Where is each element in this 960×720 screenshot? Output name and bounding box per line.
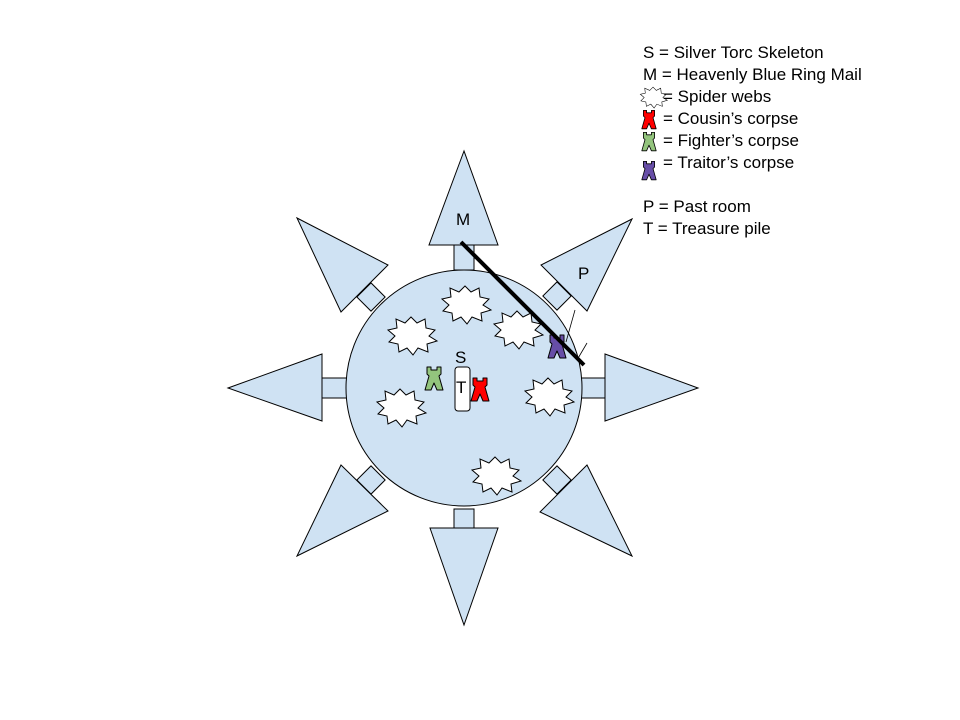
legend-treasure: T = Treasure pile (643, 219, 771, 238)
legend-cousin: = Cousin’s corpse (663, 109, 798, 128)
room-north (428, 149, 499, 246)
fighter-corpse-icon (641, 131, 657, 152)
legend: S = Silver Torc Skeleton M = Heavenly Bl… (639, 43, 862, 238)
cousin-corpse-icon (641, 109, 657, 130)
treasure-pile-marker (454, 366, 471, 412)
legend-webs: = Spider webs (663, 87, 771, 106)
ring-mail-line (459, 240, 586, 367)
label-treasure: T (456, 378, 466, 397)
room-northeast (540, 217, 634, 312)
spider-web-icon (639, 86, 668, 109)
spider-web (523, 377, 576, 417)
room-southwest (295, 464, 389, 558)
legend-mail: M = Heavenly Blue Ring Mail (643, 65, 862, 84)
side-rooms (226, 149, 700, 627)
room-south (429, 527, 499, 627)
room-northwest (295, 216, 389, 313)
spider-web (492, 310, 545, 350)
spider-web (375, 388, 428, 428)
label-skeleton: S (455, 348, 466, 367)
trail-mark (565, 309, 576, 343)
room-southeast (539, 464, 634, 558)
legend-fighter: = Fighter’s corpse (663, 131, 799, 150)
spider-webs (375, 285, 576, 496)
room-west (226, 353, 323, 422)
label-mail: M (456, 210, 470, 229)
spider-web (386, 316, 439, 356)
room-east (604, 353, 700, 422)
spider-web (470, 456, 523, 496)
traitor-corpse-icon (641, 160, 657, 181)
legend-past-room: P = Past room (643, 197, 751, 216)
legend-traitor: = Traitor’s corpse (663, 153, 794, 172)
label-past-room: P (578, 264, 589, 283)
spider-web (440, 285, 493, 325)
legend-skeleton: S = Silver Torc Skeleton (643, 43, 824, 62)
